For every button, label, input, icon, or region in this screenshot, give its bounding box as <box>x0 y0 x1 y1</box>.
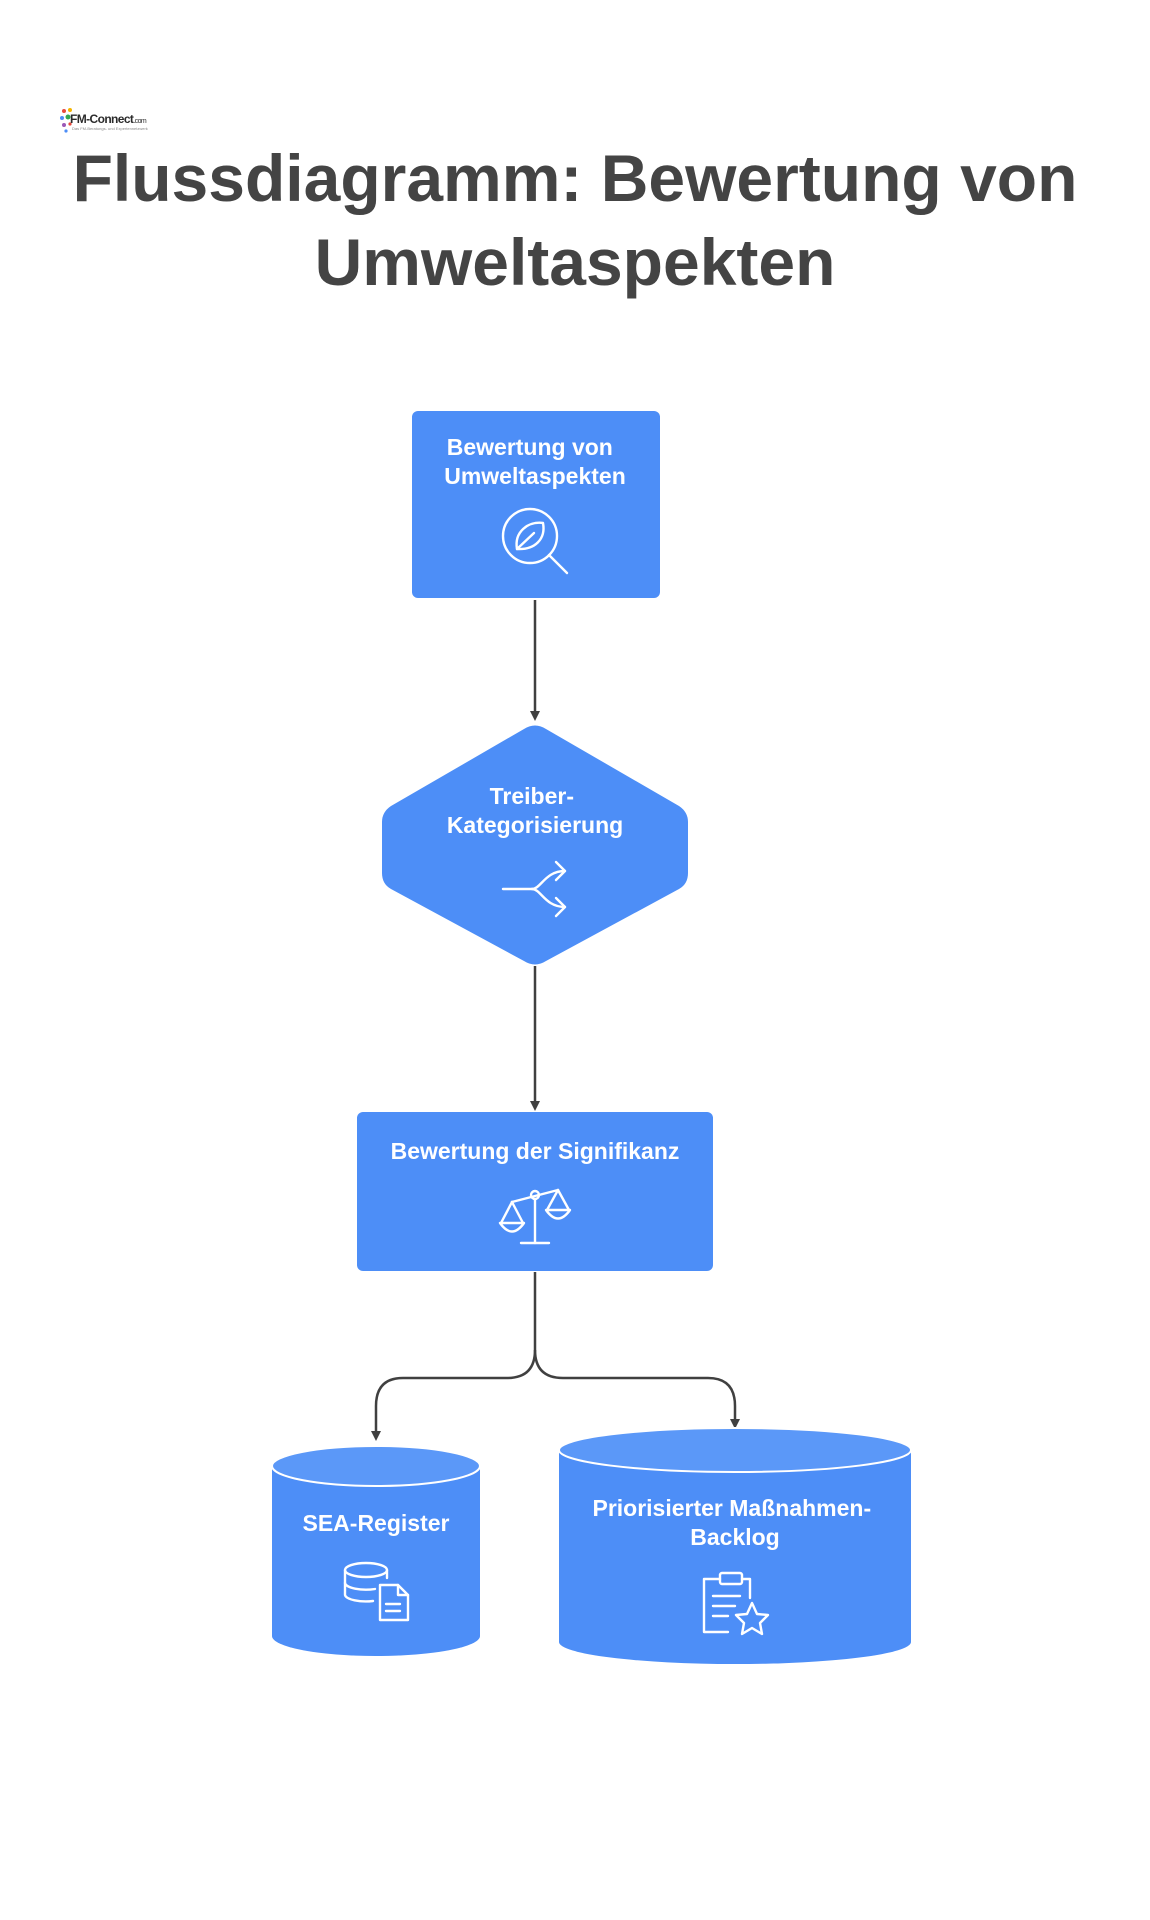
fm-connect-logo: FM-Connect.com Das FM-Beratungs- und Exp… <box>58 103 148 139</box>
node-sea-register: SEA-Register <box>271 1445 481 1656</box>
svg-text:Priorisierter Maßnahmen-: Priorisierter Maßnahmen- Backlog <box>592 1495 877 1550</box>
node-assessment-box <box>412 411 660 598</box>
node-sea-register-top <box>271 1445 481 1487</box>
node-backlog-label-line-2: Backlog <box>690 1524 779 1550</box>
node-significance: Bewertung der Signifikanz <box>357 1112 713 1271</box>
svg-text:Treiber- Kategorisierung: Treiber- Kategorisierung <box>447 783 623 838</box>
node-sea-register-label: SEA-Register <box>303 1510 450 1536</box>
node-categorization-label-line-1: Treiber- <box>490 783 574 809</box>
node-assessment: Bewertung von Umweltaspekten <box>412 411 660 598</box>
leaf-search-icon <box>501 507 569 575</box>
split-arrows-icon <box>501 860 567 918</box>
node-backlog-cylinder <box>559 1428 911 1664</box>
node-assessment-label-line-2: Umweltaspekten <box>444 463 626 489</box>
node-backlog: Priorisierter Maßnahmen- Backlog <box>558 1427 912 1664</box>
node-backlog-top <box>558 1427 912 1473</box>
page-title-line-1: Flussdiagramm: Bewertung von <box>72 141 1078 215</box>
database-document-icon <box>343 1561 410 1622</box>
logo-text: FM-Connect.com <box>70 112 147 126</box>
node-significance-label: Bewertung der Signifikanz <box>391 1138 680 1164</box>
node-categorization-hexagon <box>382 725 688 965</box>
node-assessment-label-line-1: Bewertung von <box>447 434 613 460</box>
svg-text:Bewertung von Umweltaspe: Bewertung von Umweltaspekten <box>444 434 626 489</box>
node-backlog-label-line-1: Priorisierter Maßnahmen- <box>592 1495 871 1521</box>
connector-significance-to-backlog <box>533 1349 740 1429</box>
page-title-line-2: Umweltaspekten <box>314 225 836 299</box>
node-sea-register-cylinder <box>272 1446 480 1656</box>
connector-significance-to-sea-register <box>371 1272 537 1441</box>
logo-mark-icon <box>60 108 72 133</box>
balance-scale-icon <box>498 1188 572 1245</box>
node-categorization-label-line-2: Kategorisierung <box>447 812 623 838</box>
node-categorization: Treiber- Kategorisierung <box>382 725 688 965</box>
connectors <box>371 600 740 1441</box>
clipboard-star-icon <box>702 1571 770 1636</box>
logo-tagline: Das FM-Beratungs- und Expertennetzwerk <box>72 126 148 131</box>
page-title: Flussdiagramm: Bewertung von Umweltaspek… <box>40 136 1110 304</box>
